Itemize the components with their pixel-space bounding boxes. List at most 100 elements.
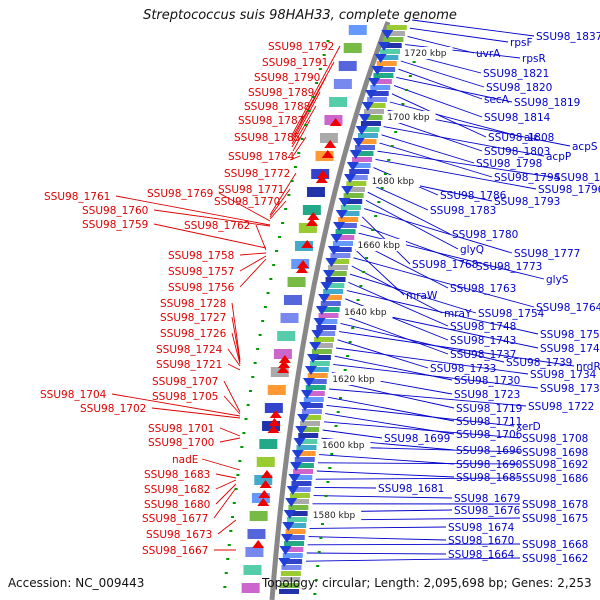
gene-label-right[interactable]: SSU98_1780 [452,229,518,241]
gene-block-reverse[interactable] [280,313,299,323]
gene-label-right[interactable]: SSU98_1674 [448,522,515,534]
forward-gene-arrow[interactable] [285,498,298,507]
gene-label-right[interactable]: SSU98_1678 [522,499,588,511]
gene-block-reverse[interactable] [338,61,357,71]
gene-label-right[interactable]: SSU98_1794 [494,172,561,184]
forward-gene-arrow[interactable] [282,522,295,531]
gene-block-forward[interactable] [284,541,305,546]
forward-gene-arrow[interactable] [335,210,348,219]
gene-block-forward[interactable] [385,31,406,36]
gene-block-forward[interactable] [370,85,391,90]
gene-label-left[interactable]: SSU98_1789 [248,87,314,99]
gene-label-right[interactable]: SSU98_1820 [486,82,552,94]
gene-block-forward[interactable] [325,277,346,282]
forward-gene-arrow[interactable] [355,126,368,135]
reverse-gene-arrow[interactable] [307,212,320,220]
gene-block-reverse[interactable] [256,457,275,467]
gene-block-forward[interactable] [356,139,377,144]
gene-block-forward[interactable] [308,367,329,372]
gene-label-right[interactable]: SSU98_1739 [506,357,572,369]
gene-label-left[interactable]: SSU98_1682 [144,484,210,496]
gene-block-reverse[interactable] [287,277,306,287]
gene-label-right[interactable]: alr [524,132,538,144]
forward-gene-arrow[interactable] [313,318,326,327]
gene-block-forward[interactable] [340,205,361,210]
gene-block-forward[interactable] [380,49,401,54]
gene-block-forward[interactable] [299,427,320,432]
reverse-gene-arrow[interactable] [324,140,337,148]
forward-gene-arrow[interactable] [341,186,354,195]
gene-label-right[interactable]: SSU98_1837 [536,31,600,43]
gene-block-forward[interactable] [335,229,356,234]
gene-block-forward[interactable] [344,187,365,192]
gene-block-forward[interactable] [360,121,381,126]
gene-block-forward[interactable] [283,547,304,552]
gene-block-forward[interactable] [309,361,330,366]
gene-label-left[interactable]: SSU98_1771 [218,184,284,196]
gene-label-left[interactable]: SSU98_1769 [147,188,213,200]
reverse-gene-arrow[interactable] [301,240,314,248]
gene-block-forward[interactable] [294,457,315,462]
gene-block-forward[interactable] [381,43,402,48]
forward-gene-arrow[interactable] [297,414,310,423]
forward-gene-arrow[interactable] [283,510,296,519]
forward-gene-arrow[interactable] [361,102,374,111]
gene-block-forward[interactable] [303,397,324,402]
gene-label-right[interactable]: SSU98_1679 [454,493,520,505]
gene-block-forward[interactable] [357,133,378,138]
forward-gene-arrow[interactable] [309,342,322,351]
forward-gene-arrow[interactable] [338,198,351,207]
reverse-gene-arrow[interactable] [277,365,290,373]
forward-gene-arrow[interactable] [302,378,315,387]
gene-label-right[interactable]: acpP [546,151,571,163]
gene-label-right[interactable]: SSU98_1803 [484,146,550,158]
gene-label-right[interactable]: SSU98_1692 [522,459,588,471]
forward-gene-arrow[interactable] [311,330,324,339]
forward-gene-arrow[interactable] [349,150,362,159]
gene-label-right[interactable]: SSU98_1706 [456,429,523,441]
gene-block-reverse[interactable] [329,97,348,107]
gene-label-right[interactable]: SSU98_1734 [530,369,597,381]
gene-label-left[interactable]: SSU98_1762 [184,220,250,232]
gene-block-forward[interactable] [300,415,321,420]
gene-label-right[interactable]: SSU98_1808 [488,132,554,144]
gene-block-forward[interactable] [336,223,357,228]
gene-block-forward[interactable] [286,517,307,522]
reverse-gene-arrow[interactable] [295,265,308,273]
gene-block-reverse[interactable] [324,115,343,125]
gene-block-forward[interactable] [359,127,380,132]
gene-block-forward[interactable] [312,343,333,348]
gene-label-right[interactable]: mraW [406,290,438,302]
gene-block-forward[interactable] [279,589,300,594]
gene-label-left[interactable]: SSU98_1700 [148,437,214,449]
forward-gene-arrow[interactable] [344,174,357,183]
forward-gene-arrow[interactable] [352,138,365,147]
forward-gene-arrow[interactable] [377,42,390,51]
forward-gene-arrow[interactable] [327,246,340,255]
reverse-gene-arrow[interactable] [258,490,271,498]
forward-gene-arrow[interactable] [286,486,299,495]
forward-gene-arrow[interactable] [295,426,308,435]
forward-gene-arrow[interactable] [333,222,346,231]
gene-label-left[interactable]: SSU98_1787 [238,115,304,127]
gene-block-reverse[interactable] [343,43,362,53]
gene-block-forward[interactable] [383,37,404,42]
gene-block-reverse[interactable] [273,349,292,359]
gene-label-right[interactable]: SSU98_1783 [430,205,496,217]
gene-label-left[interactable]: SSU98_1673 [146,529,212,541]
gene-block-reverse[interactable] [302,205,321,215]
gene-block-reverse[interactable] [267,385,286,395]
gene-block-forward[interactable] [350,163,371,168]
gene-label-left[interactable]: SSU98_1724 [156,344,223,356]
gene-label-right[interactable]: SSU98_1733 [430,363,496,375]
gene-block-forward[interactable] [339,211,360,216]
gene-label-right[interactable]: nrdR [576,361,600,373]
gene-label-right[interactable]: SSU98_1768 [412,259,478,271]
gene-block-forward[interactable] [297,439,318,444]
gene-block-forward[interactable] [346,181,367,186]
gene-block-reverse[interactable] [277,331,296,341]
gene-block-reverse[interactable] [254,475,273,485]
gene-block-reverse[interactable] [249,511,268,521]
gene-block-forward[interactable] [323,289,344,294]
gene-label-right[interactable]: SSU98_1708 [522,433,588,445]
